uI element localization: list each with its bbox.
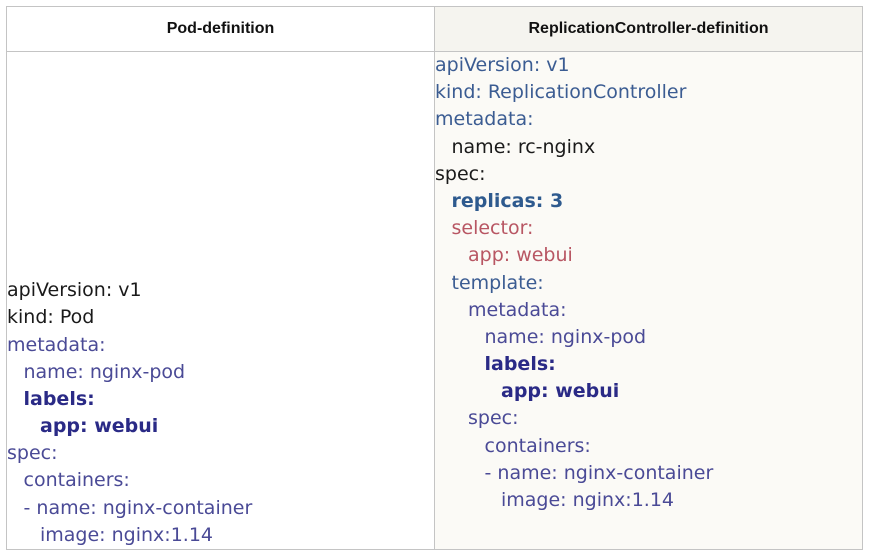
header-row: Pod-definition ReplicationController-def… xyxy=(6,6,863,52)
header-pod-definition: Pod-definition xyxy=(6,6,435,52)
pod-definition-cell: apiVersion: v1 kind: Pod metadata: name: ng… xyxy=(6,51,435,550)
yaml-line: name: nginx-pod xyxy=(484,325,647,348)
pod-yaml-block: apiVersion: v1 kind: Pod metadata: name: ng… xyxy=(7,277,434,549)
rc-definition-cell: apiVersion: v1 kind: ReplicationControlle… xyxy=(434,51,863,550)
yaml-line: image: nginx:1.14 xyxy=(40,523,213,546)
yaml-line: labels: xyxy=(23,387,95,410)
yaml-line: apiVersion: v1 xyxy=(435,54,570,76)
yaml-line: image: nginx:1.14 xyxy=(501,489,674,511)
yaml-line: name: nginx-pod xyxy=(23,360,186,383)
yaml-line: metadata: xyxy=(435,108,534,131)
yaml-line: template: xyxy=(451,271,544,294)
yaml-line: app: webui xyxy=(40,415,159,438)
yaml-line: spec: xyxy=(468,407,519,430)
yaml-line: replicas: 3 xyxy=(451,189,564,212)
yaml-line: spec: xyxy=(7,442,58,465)
yaml-line: metadata: xyxy=(7,333,106,356)
yaml-line: metadata: xyxy=(468,298,567,321)
yaml-line: spec: xyxy=(435,162,486,185)
yaml-line: - name: nginx-container xyxy=(484,461,714,484)
yaml-line: name: rc-nginx xyxy=(451,135,596,158)
yaml-line: app: webui xyxy=(501,380,620,403)
yaml-line: labels: xyxy=(484,353,556,376)
definition-comparison-table: Pod-definition ReplicationController-def… xyxy=(6,6,863,550)
rc-yaml-block: apiVersion: v1 kind: ReplicationControlle… xyxy=(435,52,862,514)
yaml-line: app: webui xyxy=(468,244,573,267)
yaml-line: - name: nginx-container xyxy=(23,496,253,519)
header-rc-definition: ReplicationController-definition xyxy=(434,6,863,52)
yaml-line: containers: xyxy=(23,469,130,492)
yaml-line: containers: xyxy=(484,434,591,457)
yaml-line: selector: xyxy=(451,217,534,240)
yaml-line: apiVersion: v1 xyxy=(7,279,142,302)
yaml-line: kind: Pod xyxy=(7,306,95,329)
body-row: apiVersion: v1 kind: Pod metadata: name: ng… xyxy=(6,51,863,550)
yaml-line: kind: ReplicationController xyxy=(435,81,687,104)
